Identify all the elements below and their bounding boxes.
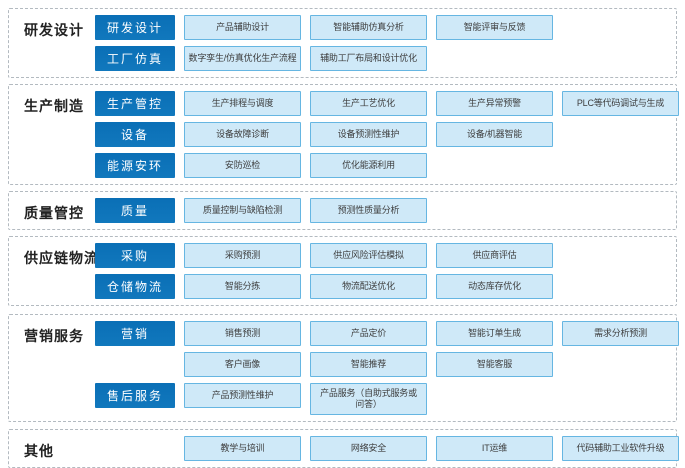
capability-box: 物流配送优化 [310,274,427,299]
category-label: 生产制造 [24,98,84,114]
capability-box: 数字孪生/仿真优化生产流程 [184,46,301,71]
subcategory-button: 工厂仿真 [95,46,175,71]
capability-row: 设备设备故障诊断设备预测性维护设备/机器智能 [95,122,679,147]
capability-box: 智能订单生成 [436,321,553,346]
button-spacer [95,436,175,461]
capability-box: PLC等代码调试与生成 [562,91,679,116]
subcategory-button: 生产管控 [95,91,175,116]
capability-row: 售后服务产品预测性维护产品服务（自助式服务或问答） [95,383,679,415]
capability-box: 供应风险评估模拟 [310,243,427,268]
subcategory-button: 采购 [95,243,175,268]
button-spacer [95,352,175,377]
section: 供应链物流采购采购预测供应风险评估模拟供应商评估仓储物流智能分拣物流配送优化动态… [8,236,677,306]
capability-box: 设备/机器智能 [436,122,553,147]
capability-box: 智能评审与反馈 [436,15,553,40]
section-rows: 采购采购预测供应风险评估模拟供应商评估仓储物流智能分拣物流配送优化动态库存优化 [95,243,668,299]
capability-box: 代码辅助工业软件升级 [562,436,679,461]
capability-box: 产品服务（自助式服务或问答） [310,383,427,415]
capability-box: 客户画像 [184,352,301,377]
capability-box: 供应商评估 [436,243,553,268]
subcategory-button: 能源安环 [95,153,175,178]
capability-box: 智能客服 [436,352,553,377]
category-label: 其他 [24,443,54,459]
category-label: 研发设计 [24,22,84,38]
capability-row: 生产管控生产排程与调度生产工艺优化生产异常预警 PLC等代码调试与生成 [95,91,679,116]
section: 质量管控质量质量控制与缺陷检测预测性质量分析 [8,191,677,230]
section-rows: 质量质量控制与缺陷检测预测性质量分析 [95,198,668,223]
subcategory-button: 质量 [95,198,175,223]
capability-box: 动态库存优化 [436,274,553,299]
subcategory-button: 营销 [95,321,175,346]
capability-box: 优化能源利用 [310,153,427,178]
section: 其他 教学与培训网络安全 IT运维代码辅助工业软件升级 [8,429,679,468]
subcategory-button: 研发设计 [95,15,175,40]
capability-box: 生产排程与调度 [184,91,301,116]
section-rows: 教学与培训网络安全 IT运维代码辅助工业软件升级 [95,436,679,461]
capability-box: 产品预测性维护 [184,383,301,408]
capability-box: 教学与培训 [184,436,301,461]
section: 营销服务营销销售预测产品定价智能订单生成需求分析预测客户画像智能推荐智能客服售后… [8,314,679,422]
capability-box: 需求分析预测 [562,321,679,346]
capability-box: 安防巡检 [184,153,301,178]
capability-box: 质量控制与缺陷检测 [184,198,301,223]
category-label: 供应链物流 [24,250,99,266]
section: 研发设计研发设计产品辅助设计智能辅助仿真分析智能评审与反馈工厂仿真数字孪生/仿真… [8,8,677,78]
capability-box: 辅助工厂布局和设计优化 [310,46,427,71]
subcategory-button: 仓储物流 [95,274,175,299]
section-rows: 研发设计产品辅助设计智能辅助仿真分析智能评审与反馈工厂仿真数字孪生/仿真优化生产… [95,15,668,71]
capability-box: 设备预测性维护 [310,122,427,147]
section-rows: 生产管控生产排程与调度生产工艺优化生产异常预警 PLC等代码调试与生成设备设备故障… [95,91,679,178]
capability-box: 智能辅助仿真分析 [310,15,427,40]
capability-box: 销售预测 [184,321,301,346]
capability-row: 客户画像智能推荐智能客服 [95,352,679,377]
capability-box: 设备故障诊断 [184,122,301,147]
subcategory-button: 售后服务 [95,383,175,408]
capability-row: 质量质量控制与缺陷检测预测性质量分析 [95,198,668,223]
capability-box: 预测性质量分析 [310,198,427,223]
capability-box: 产品定价 [310,321,427,346]
capability-row: 研发设计产品辅助设计智能辅助仿真分析智能评审与反馈 [95,15,668,40]
capability-box: 智能推荐 [310,352,427,377]
capability-box: 智能分拣 [184,274,301,299]
category-label: 质量管控 [24,205,84,221]
section-rows: 营销销售预测产品定价智能订单生成需求分析预测客户画像智能推荐智能客服售后服务产品… [95,321,679,415]
capability-row: 营销销售预测产品定价智能订单生成需求分析预测 [95,321,679,346]
capability-row: 工厂仿真数字孪生/仿真优化生产流程辅助工厂布局和设计优化 [95,46,668,71]
capability-box: 采购预测 [184,243,301,268]
capability-box: IT运维 [436,436,553,461]
capability-row: 教学与培训网络安全 IT运维代码辅助工业软件升级 [95,436,679,461]
capability-row: 能源安环安防巡检优化能源利用 [95,153,679,178]
capability-box: 网络安全 [310,436,427,461]
capability-box: 生产工艺优化 [310,91,427,116]
capability-row: 仓储物流智能分拣物流配送优化动态库存优化 [95,274,668,299]
subcategory-button: 设备 [95,122,175,147]
capability-row: 采购采购预测供应风险评估模拟供应商评估 [95,243,668,268]
capability-box: 生产异常预警 [436,91,553,116]
capability-box: 产品辅助设计 [184,15,301,40]
category-label: 营销服务 [24,328,84,344]
